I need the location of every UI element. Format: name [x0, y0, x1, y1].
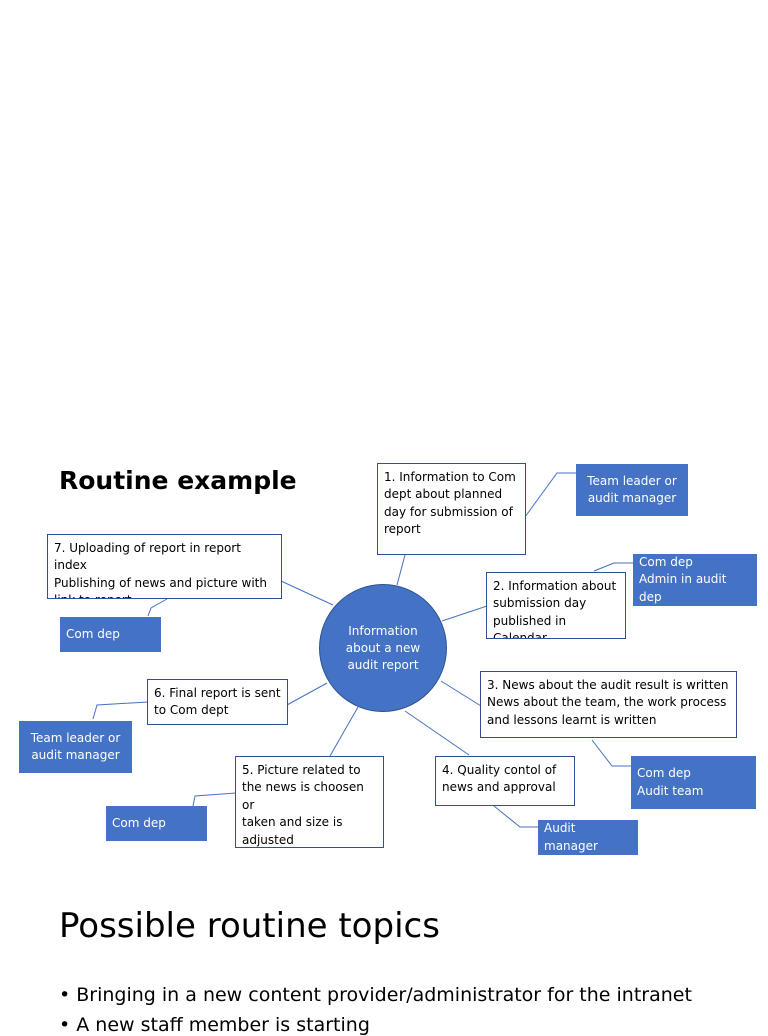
- owner-tag-7: Com dep: [60, 617, 161, 652]
- connector-step-1: [396, 554, 406, 586]
- step-6-box: 6. Final report is sent to Com dept: [147, 679, 288, 725]
- bullet-text: Bringing in a new content provider/admin…: [76, 984, 692, 1006]
- connector-step-5: [329, 706, 359, 757]
- step-2-box: 2. Information about submission day publ…: [486, 572, 626, 639]
- owner-tag-3: Com dep Audit team: [631, 756, 756, 809]
- step-4-box: 4. Quality contol of news and approval: [435, 756, 575, 806]
- owner-link-2: [593, 562, 633, 572]
- owner-tag-1: Team leader or audit manager: [576, 464, 688, 516]
- owner-tag-6: Team leader or audit manager: [19, 721, 132, 773]
- bullet-text: A new staff member is starting: [76, 1014, 370, 1036]
- step-3-box: 3. News about the audit result is writte…: [480, 671, 737, 738]
- section-heading: Possible routine topics: [59, 906, 440, 946]
- owner-link-4: [493, 805, 538, 828]
- center-node: Information about a new audit report: [319, 584, 447, 712]
- connector-step-3: [440, 680, 482, 707]
- center-node-label: Information about a new audit report: [345, 623, 421, 672]
- bullet-item: • Bringing in a new content provider/adm…: [59, 984, 692, 1006]
- owner-tag-5: Com dep: [106, 806, 207, 841]
- bullet-item: • A new staff member is starting: [59, 1014, 370, 1036]
- owner-link-7: [147, 598, 168, 617]
- owner-tag-4: Audit manager: [538, 820, 638, 855]
- owner-link-3: [591, 739, 631, 767]
- owner-link-1: [524, 472, 576, 518]
- connector-step-4: [404, 710, 470, 756]
- step-5-box: 5. Picture related to the news is choose…: [235, 756, 384, 848]
- owner-link-6: [92, 701, 149, 720]
- connector-step-2: [441, 605, 488, 622]
- connector-step-6: [286, 682, 328, 706]
- owner-tag-2: Com dep Admin in audit dep: [633, 554, 757, 606]
- step-1-box: 1. Information to Com dept about planned…: [377, 463, 526, 555]
- connector-step-7: [280, 580, 334, 606]
- owner-link-5: [192, 792, 237, 807]
- slide-title: Routine example: [59, 466, 297, 495]
- step-7-box: 7. Uploading of report in report index P…: [47, 534, 282, 599]
